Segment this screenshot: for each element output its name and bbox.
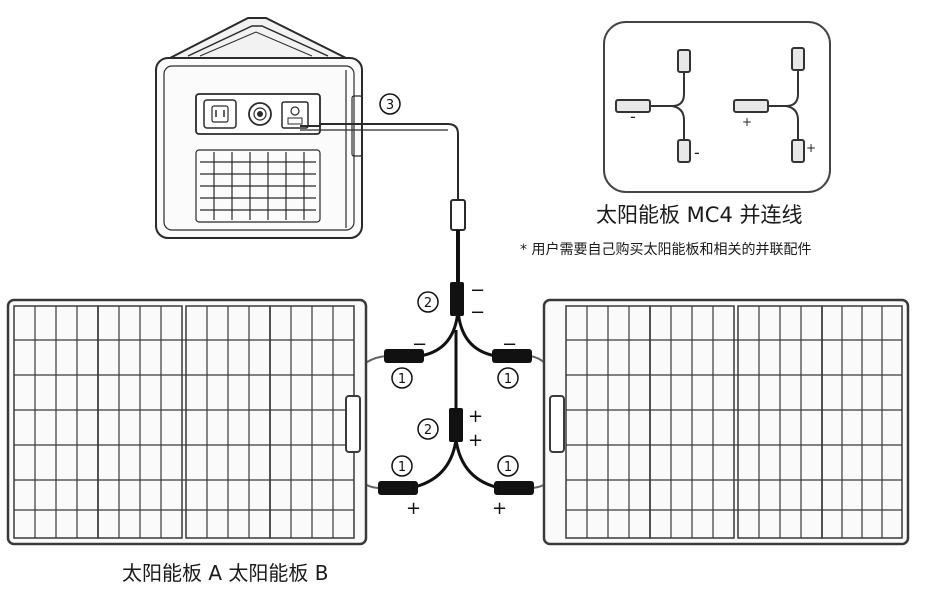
mc4-inset: - - + + xyxy=(603,21,831,193)
minus-mark-left: − xyxy=(412,334,427,355)
solar-input-port-icon xyxy=(281,101,309,129)
callout-1-b-minus-label: 1 xyxy=(504,372,512,387)
cable-3 xyxy=(300,123,466,231)
plus-mark-mid-1: + xyxy=(468,406,483,427)
callout-1-a-plus-label: 1 xyxy=(398,460,406,475)
branch-connector-minus xyxy=(450,282,464,316)
mc4-connectors xyxy=(378,349,534,495)
plus-mark-left: + xyxy=(406,498,421,519)
inset-right-sign-1: + xyxy=(742,115,752,129)
plus-mark-mid-2: + xyxy=(468,430,483,451)
callout-2-bottom: 2 xyxy=(417,418,439,440)
callout-1-a-plus: 1 xyxy=(391,455,413,477)
callout-2-bottom-label: 2 xyxy=(424,423,432,438)
callout-3: 3 xyxy=(379,93,401,115)
power-station xyxy=(155,17,363,239)
dc-round-port-icon xyxy=(248,102,272,126)
solar-panel-a xyxy=(6,298,368,546)
solar-panel-b xyxy=(542,298,910,546)
ac-outlet-icon xyxy=(203,99,237,129)
minus-mark-right: − xyxy=(502,334,517,355)
callout-2-top: 2 xyxy=(417,291,439,313)
panels-caption: 太阳能板 A 太阳能板 B xyxy=(122,561,329,585)
callout-3-label: 3 xyxy=(386,98,394,113)
panel-b-handle xyxy=(549,395,565,453)
callout-1-a-minus: 1 xyxy=(391,367,413,389)
mc4-inset-title: 太阳能板 MC4 并连线 xyxy=(596,203,803,227)
callout-1-b-plus-label: 1 xyxy=(504,460,512,475)
callout-1-a-minus-label: 1 xyxy=(398,372,406,387)
polarity-marks: − − − − + + + + xyxy=(406,280,517,519)
callout-1-b-plus: 1 xyxy=(497,455,519,477)
vent-grille xyxy=(195,149,321,223)
y-cable-negative-icon xyxy=(615,49,691,163)
callouts: 3 2 2 1 1 1 1 xyxy=(379,93,519,477)
inset-left-sign-1: - xyxy=(630,107,636,126)
inset-left-sign-2: - xyxy=(694,143,700,162)
minus-mark-top-2: − xyxy=(470,302,485,323)
minus-mark-top-1: − xyxy=(470,280,485,301)
y-cable-positive-icon xyxy=(733,47,805,163)
inset-right-sign-2: + xyxy=(806,141,816,155)
mc4-inset-note: * 用户需要自己购买太阳能板和相关的并联配件 xyxy=(520,242,812,258)
branch-connector-plus xyxy=(449,408,463,442)
callout-1-b-minus: 1 xyxy=(497,367,519,389)
callout-2-top-label: 2 xyxy=(424,296,432,311)
plus-mark-right: + xyxy=(492,498,507,519)
panel-a-handle xyxy=(345,395,361,453)
